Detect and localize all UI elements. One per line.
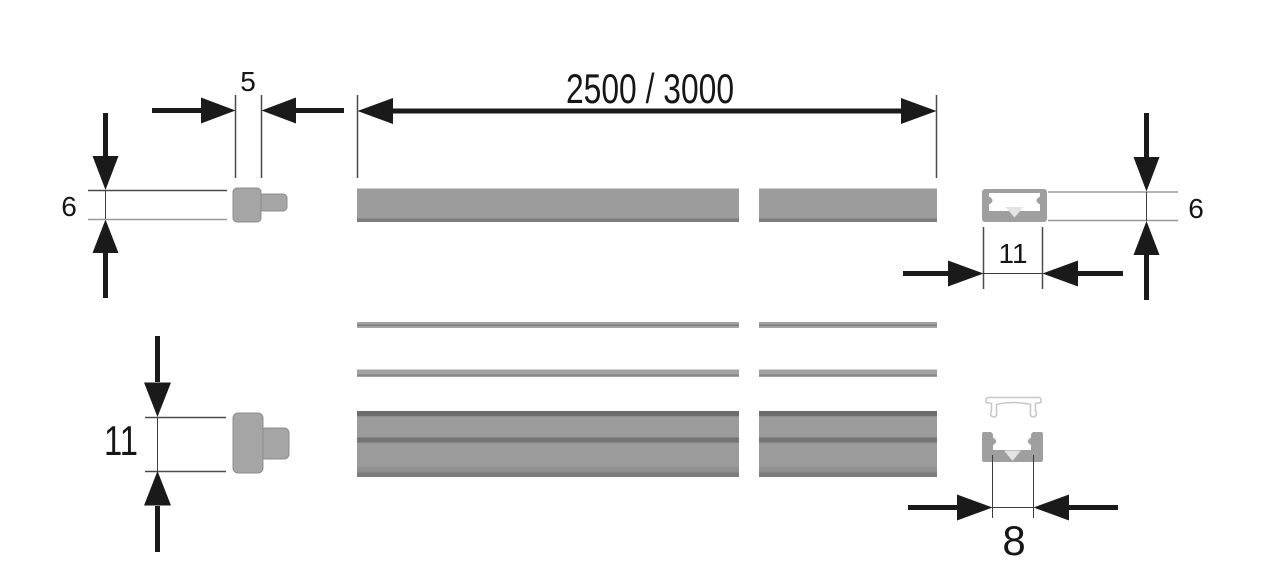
arrow-left-icon: [1042, 260, 1078, 287]
dimension-inner-width: 8: [908, 455, 1118, 564]
arrow-up-icon: [1133, 221, 1160, 255]
dimension-label-height-left: 6: [61, 191, 77, 222]
arrow-left-icon: [261, 97, 296, 124]
dimension-label-cap-width: 5: [240, 66, 256, 97]
arrow-right-icon: [901, 98, 937, 124]
arrow-up-icon: [144, 471, 171, 506]
dimension-label-height-right: 6: [1188, 193, 1204, 224]
dimension-label-cap-height: 11: [104, 417, 138, 464]
end-cap-plug-tab: [260, 427, 290, 460]
dimension-height-left: 6: [61, 113, 227, 298]
clip-hook-right: [1027, 437, 1031, 445]
dimension-profile-length: 2500 / 3000: [356, 65, 938, 178]
arrow-left-icon: [1033, 494, 1069, 521]
channel-cross-section: [982, 432, 1043, 462]
end-cap-body: [232, 187, 262, 223]
dimension-cap-height: 11: [104, 336, 226, 552]
diffuser-top-line: [759, 324, 937, 326]
clip-hook-left: [993, 437, 997, 445]
profile-body-segment: [357, 411, 739, 477]
dimension-cap-width: 5: [152, 66, 344, 178]
diffuser-bottom-edge: [759, 369, 937, 377]
arrow-right-icon: [957, 494, 993, 521]
clip-hook-left: [989, 196, 993, 205]
exploded-cross-section: [982, 396, 1043, 462]
dimension-label-inner-width: 8: [1002, 517, 1025, 564]
end-cap-plug-tab: [258, 193, 288, 212]
base-notch: [1004, 450, 1021, 461]
cross-section-cavity: [989, 193, 1040, 211]
profile-bar-edge: [357, 218, 739, 222]
arrow-down-icon: [92, 156, 119, 190]
arrow-down-icon: [144, 382, 171, 417]
dimension-label-profile-length: 2500 / 3000: [566, 65, 734, 112]
profile-bar-edge: [759, 218, 937, 222]
profile-bar-top-view: [357, 188, 937, 222]
dimension-label-outer-width: 11: [998, 238, 1027, 269]
arrow-down-icon: [1133, 157, 1160, 192]
profile-bar-segment: [759, 188, 937, 222]
end-cap-body: [232, 412, 264, 474]
arrow-right-icon: [201, 97, 236, 124]
dimension-height-right: 6: [1048, 113, 1204, 300]
diffuser-segment: [357, 322, 739, 377]
arrow-up-icon: [92, 219, 119, 253]
diffuser-bottom-line: [357, 374, 739, 376]
end-cap-bottom-side-view: [232, 412, 290, 474]
dimension-outer-width: 11: [903, 227, 1123, 289]
arrow-left-icon: [357, 98, 393, 124]
diffuser-cross-section: [985, 396, 1042, 418]
profile-bar-segment: [357, 188, 739, 222]
diffuser-bottom-edge: [357, 369, 739, 377]
profile-body-segment: [759, 411, 937, 477]
diffuser-segment: [759, 322, 937, 377]
arrow-right-icon: [948, 260, 984, 287]
diffuser-body: [357, 322, 739, 377]
diffuser-bottom-line: [759, 374, 937, 376]
clip-hook-right: [1036, 196, 1040, 205]
diffuser-top-line: [357, 324, 739, 326]
end-cap-top-side-view: [232, 187, 288, 223]
profile-body-side-view: [357, 411, 937, 477]
diffuser-body: [759, 322, 937, 377]
profile-cross-section-assembled: [982, 189, 1047, 222]
diffuser-strip-side-view: [357, 322, 937, 377]
base-notch: [1005, 207, 1024, 218]
